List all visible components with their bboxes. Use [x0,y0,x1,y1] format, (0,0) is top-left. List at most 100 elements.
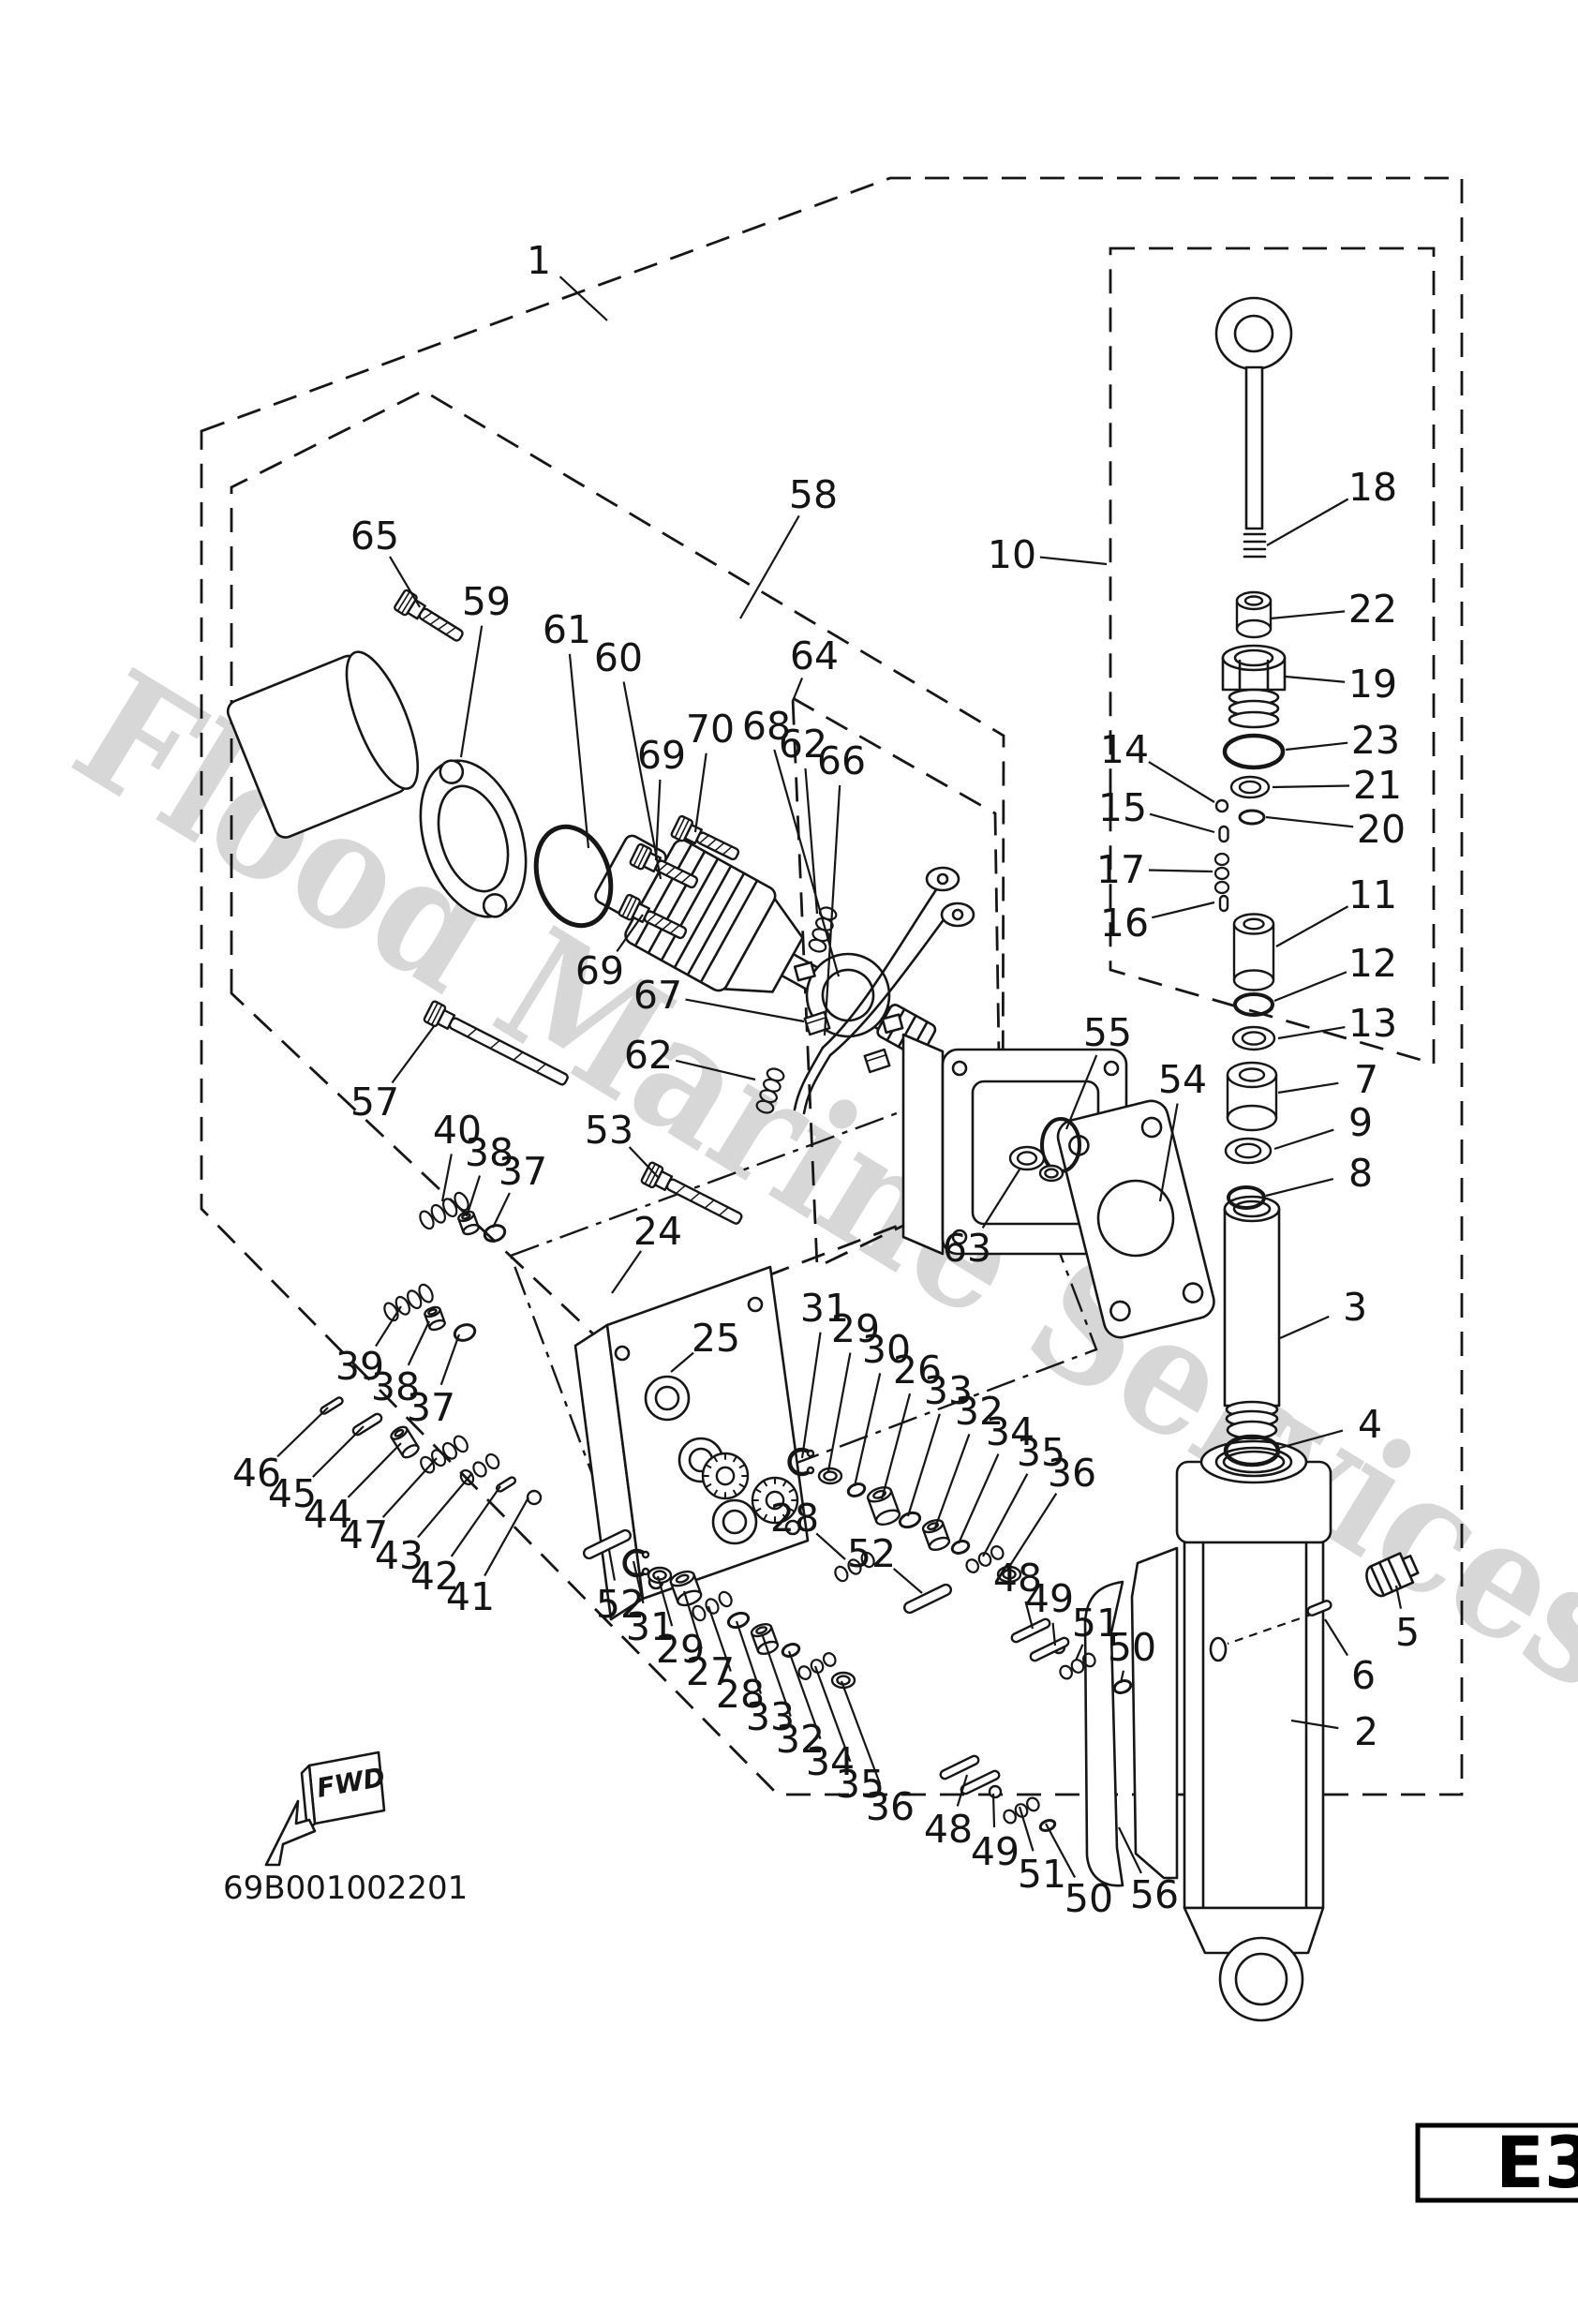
spring-28-b [692,1590,733,1622]
callout-leader-58-1 [739,514,800,619]
callout-65-3: 65 [350,514,399,559]
oring-8 [1227,1185,1266,1210]
oring-12 [1233,992,1274,1017]
page-label: E3 [1496,2121,1578,2204]
callout-50-39: 50 [1064,1876,1113,1921]
callout-4-34: 4 [1358,1402,1382,1447]
callout-9-31: 9 [1348,1100,1373,1145]
spring-40 [419,1191,469,1230]
callout-35-66: 35 [1017,1430,1065,1475]
callout-43-72: 43 [375,1533,424,1578]
washer-36-a [996,1565,1022,1584]
callout-leader-66-11 [823,784,841,1036]
callout-48-43: 48 [993,1556,1042,1601]
callout-leader-69-12 [616,914,644,952]
ball-49-b [988,1784,1003,1799]
callout-38-57: 38 [371,1364,420,1409]
page-label-box: E3 [1415,2121,1578,2204]
callout-3-33: 3 [1343,1285,1367,1330]
callout-36-86: 36 [866,1784,915,1829]
callout-48-42: 48 [924,1807,973,1852]
callout-leader-37-55 [492,1192,511,1229]
motor-gasket [419,759,528,918]
callout-leader-36-86 [840,1680,882,1785]
callout-leader-38-57 [407,1320,430,1366]
callout-17-25: 17 [1096,847,1145,892]
callout-leader-40-53 [440,1154,453,1202]
callout-leader-5-35 [1394,1585,1403,1609]
callout-36-67: 36 [1048,1451,1096,1496]
callout-leader-49-44 [1051,1622,1057,1646]
callout-leader-48-43 [1024,1601,1035,1630]
callout-leader-57-15 [391,1024,436,1084]
fwd-arrow: FWD [264,1750,387,1867]
callout-31-78: 31 [626,1604,675,1649]
callout-leader-21-21 [1272,784,1350,789]
callout-10-16: 10 [988,532,1036,577]
seal-stack-7 [1226,1061,1278,1132]
major-components [226,296,1420,2022]
spring-51-a [1059,1652,1096,1680]
callout-34-65: 34 [986,1409,1035,1454]
callout-leader-43-72 [417,1472,473,1539]
callout-leader-31-59 [800,1332,822,1459]
callout-25-51: 25 [692,1316,740,1361]
callout-leader-17-25 [1148,869,1213,873]
callout-leader-51-45 [1074,1644,1084,1661]
callout-39-56: 39 [335,1344,384,1389]
callout-leader-29-79 [656,1575,674,1627]
callout-60-6: 60 [594,635,643,680]
pin-15 [1218,825,1229,843]
pin-48-a1 [1010,1617,1051,1644]
callout-22-18: 22 [1348,587,1397,632]
callout-56-38: 56 [1130,1872,1179,1917]
seat-32-a [921,1519,951,1551]
oring-37-b [453,1323,477,1342]
callout-62-14: 62 [624,1033,673,1078]
callout-26-62: 26 [893,1348,942,1393]
callout-leader-38-54 [465,1175,482,1217]
callout-44-70: 44 [304,1492,352,1537]
callout-59-4: 59 [462,579,511,624]
valve-11 [1232,913,1275,991]
pin-52-b [582,1528,633,1560]
callout-leader-24-50 [611,1250,643,1294]
callout-leader-18-17 [1266,498,1349,546]
washer-36-b [830,1671,856,1690]
callout-leader-7-30 [1277,1081,1339,1095]
callout-leader-50-39 [1045,1823,1077,1878]
callout-68-9: 68 [742,704,791,749]
callout-66-11: 66 [817,738,866,783]
callout-leader-16-26 [1151,901,1215,919]
spring-39 [383,1283,434,1322]
callout-leader-52-76 [892,1568,923,1594]
callout-leader-39-56 [375,1305,402,1348]
callout-52-76: 52 [847,1531,896,1576]
oring-50-a [1112,1679,1133,1694]
callout-69-12: 69 [575,948,624,993]
callout-leader-45-69 [312,1425,365,1478]
callout-leader-33-82 [735,1620,763,1694]
callout-leader-26-62 [880,1393,912,1500]
callout-24-50: 24 [633,1209,682,1254]
callout-leader-62-10 [804,767,819,915]
cylinder-end-screw [1221,644,1287,729]
callout-34-84: 34 [806,1739,855,1784]
callout-54-48: 54 [1158,1057,1207,1102]
callout-18-17: 18 [1348,465,1397,510]
callout-30-61: 30 [862,1327,911,1372]
pin-52-a [902,1583,953,1615]
callout-leader-14-23 [1148,761,1215,803]
callout-leader-10-16 [1039,556,1108,566]
callout-leader-11-27 [1275,905,1349,947]
callout-leader-34-65 [957,1453,1000,1544]
callout-63-49: 63 [943,1226,991,1271]
callout-20-22: 20 [1357,807,1406,852]
callout-leader-41-74 [484,1497,529,1577]
callout-29-60: 29 [831,1306,880,1351]
ball-41 [526,1489,543,1506]
boundary-tilt-rod-10 [1109,246,1436,1065]
callout-leader-12-28 [1273,971,1347,1003]
pin-16 [1218,894,1229,913]
